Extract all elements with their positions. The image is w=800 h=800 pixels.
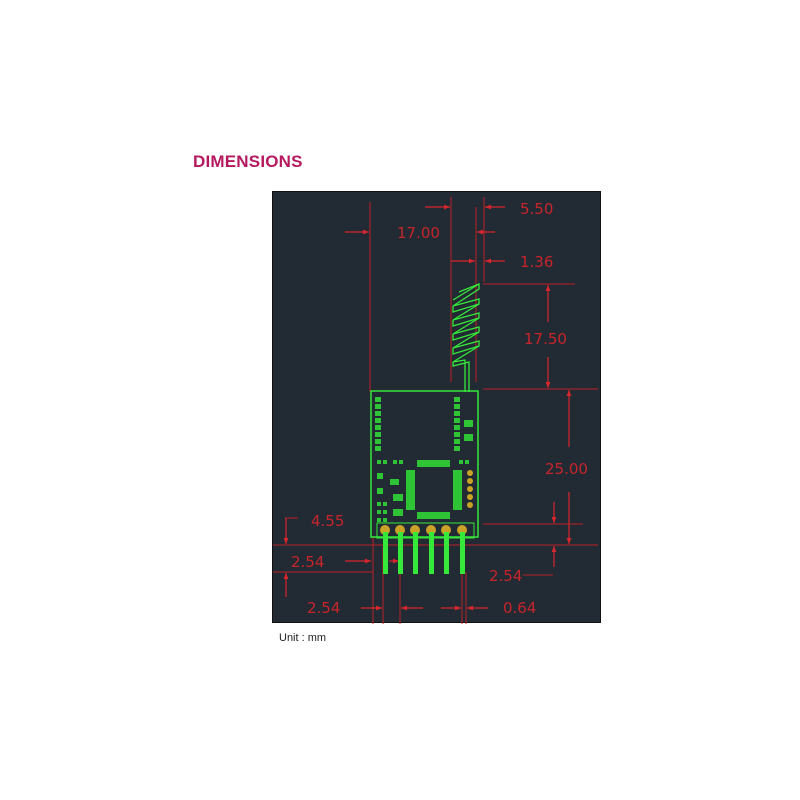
dim-antenna-offset: 17.00 (397, 224, 440, 242)
dim-pin-pitch: 2.54 (307, 599, 340, 617)
page-title: DIMENSIONS (193, 152, 303, 171)
dim-antenna-height: 17.50 (524, 330, 567, 348)
dim-antenna-width: 5.50 (520, 200, 553, 218)
dim-pin-row-left: 2.54 (291, 553, 324, 571)
dimension-arrows (283, 204, 572, 611)
rf-module-pcb (370, 390, 479, 574)
dim-board-height: 25.00 (545, 460, 588, 478)
dimension-drawing-panel: 17.00 5.50 1.36 17.50 25.00 4.55 2.54 2.… (272, 191, 601, 624)
dim-pin-width: 0.64 (503, 599, 536, 617)
extension-lines (273, 197, 598, 624)
dim-pin-length: 2.54 (489, 567, 522, 585)
cad-drawing: 17.00 5.50 1.36 17.50 25.00 4.55 2.54 2.… (273, 197, 598, 624)
spring-antenna (452, 282, 480, 392)
dim-pin-header-offset: 4.55 (311, 512, 344, 530)
dim-antenna-wire: 1.36 (520, 253, 553, 271)
unit-label: Unit : mm (279, 632, 327, 644)
